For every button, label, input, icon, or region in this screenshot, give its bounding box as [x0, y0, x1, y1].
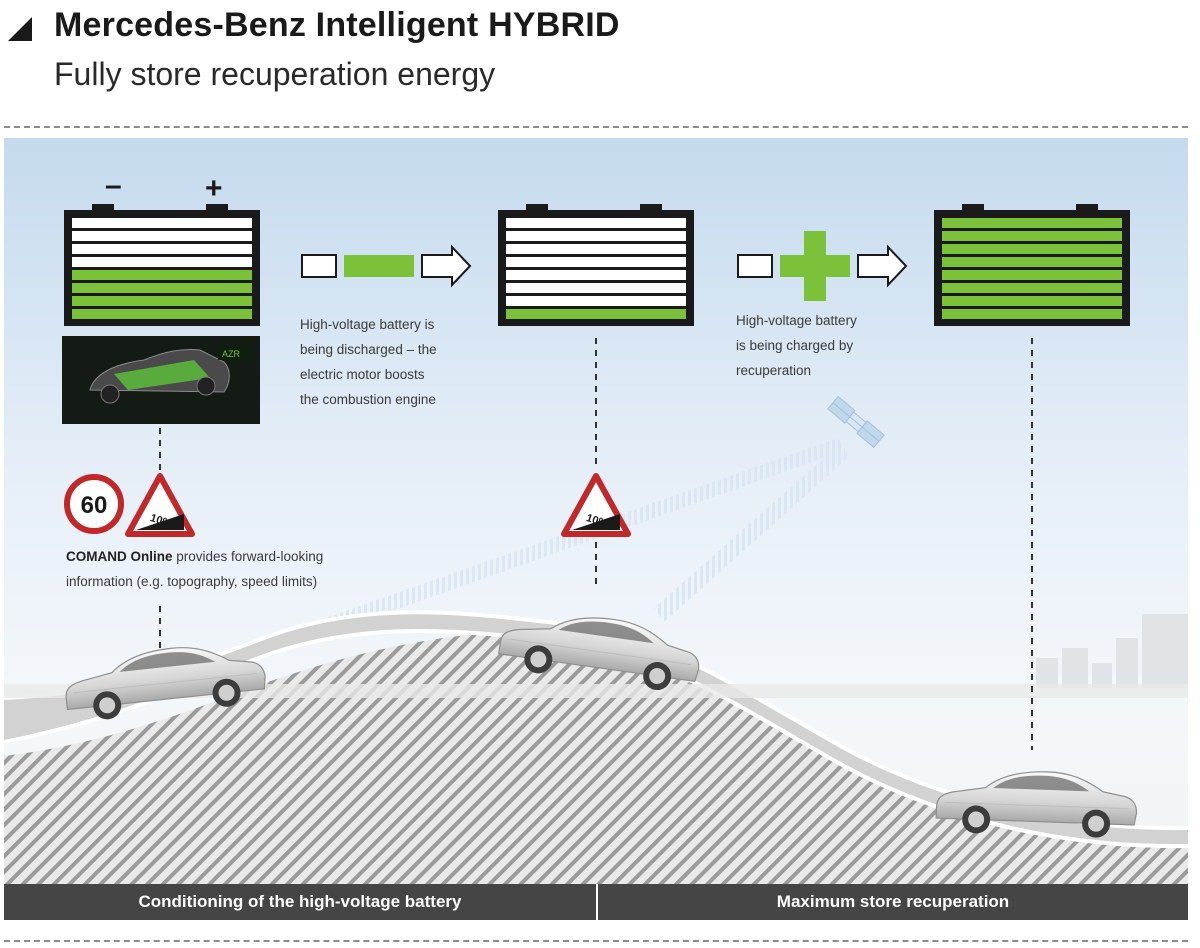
battery-partially-charged	[64, 204, 260, 326]
battery-cell	[942, 296, 1122, 306]
car-display-panel: AZR	[62, 336, 260, 424]
battery-cell	[72, 283, 252, 293]
battery-cell	[942, 309, 1122, 319]
footer-divider	[596, 884, 598, 920]
bottom-divider	[4, 940, 1188, 942]
battery-cell	[942, 270, 1122, 280]
battery-cell	[506, 244, 686, 254]
battery-cell	[72, 244, 252, 254]
battery-cell	[942, 257, 1122, 267]
battery-cell	[506, 270, 686, 280]
battery-cell	[72, 270, 252, 280]
display-label: AZR	[222, 349, 241, 359]
discharge-arrow-icon	[301, 244, 472, 288]
battery-cell	[506, 296, 686, 306]
battery-minus-label: –	[105, 169, 122, 202]
battery-cell	[942, 231, 1122, 241]
battery-cell	[942, 283, 1122, 293]
hybrid-scene: – +	[4, 138, 1188, 884]
satellite-icon	[827, 395, 885, 449]
battery-discharged	[498, 204, 694, 326]
battery-cell	[72, 257, 252, 267]
svg-text:60: 60	[81, 492, 108, 519]
page-subtitle: Fully store recuperation energy	[54, 56, 496, 92]
charge-caption: High-voltage battery is being charged by…	[736, 313, 857, 378]
comand-caption: COMAND Online provides forward-looking i…	[66, 549, 324, 589]
battery-cell	[72, 218, 252, 228]
battery-cell	[506, 283, 686, 293]
scene-illustration: – +	[4, 138, 1188, 884]
battery-cell	[72, 309, 252, 319]
footer-label-conditioning: Conditioning of the high-voltage battery	[138, 892, 462, 911]
battery-cell	[506, 218, 686, 228]
battery-cell	[506, 231, 686, 241]
battery-cell	[72, 296, 252, 306]
battery-cell	[942, 244, 1122, 254]
footer-bar: Conditioning of the high-voltage battery…	[4, 884, 1188, 920]
battery-cell	[942, 218, 1122, 228]
footer-label-recuperation: Maximum store recuperation	[776, 892, 1010, 911]
city-skyline	[1036, 614, 1188, 688]
charge-arrow-icon	[737, 231, 908, 301]
page-title: Mercedes-Benz Intelligent HYBRID	[54, 6, 620, 44]
battery-cell	[72, 231, 252, 241]
gradient-warning-sign-1: 10%	[125, 473, 195, 537]
battery-fully-charged	[934, 204, 1130, 326]
gradient-warning-sign-2: 10%	[561, 473, 631, 537]
speed-limit-sign: 60	[64, 474, 124, 534]
discharge-caption: High-voltage battery is being discharged…	[300, 317, 437, 407]
title-triangle-icon	[8, 17, 32, 41]
battery-cell	[506, 257, 686, 267]
comand-online-label: COMAND Online	[66, 549, 173, 564]
top-divider	[4, 126, 1188, 128]
battery-plus-label: +	[205, 172, 223, 205]
battery-cell	[506, 309, 686, 319]
